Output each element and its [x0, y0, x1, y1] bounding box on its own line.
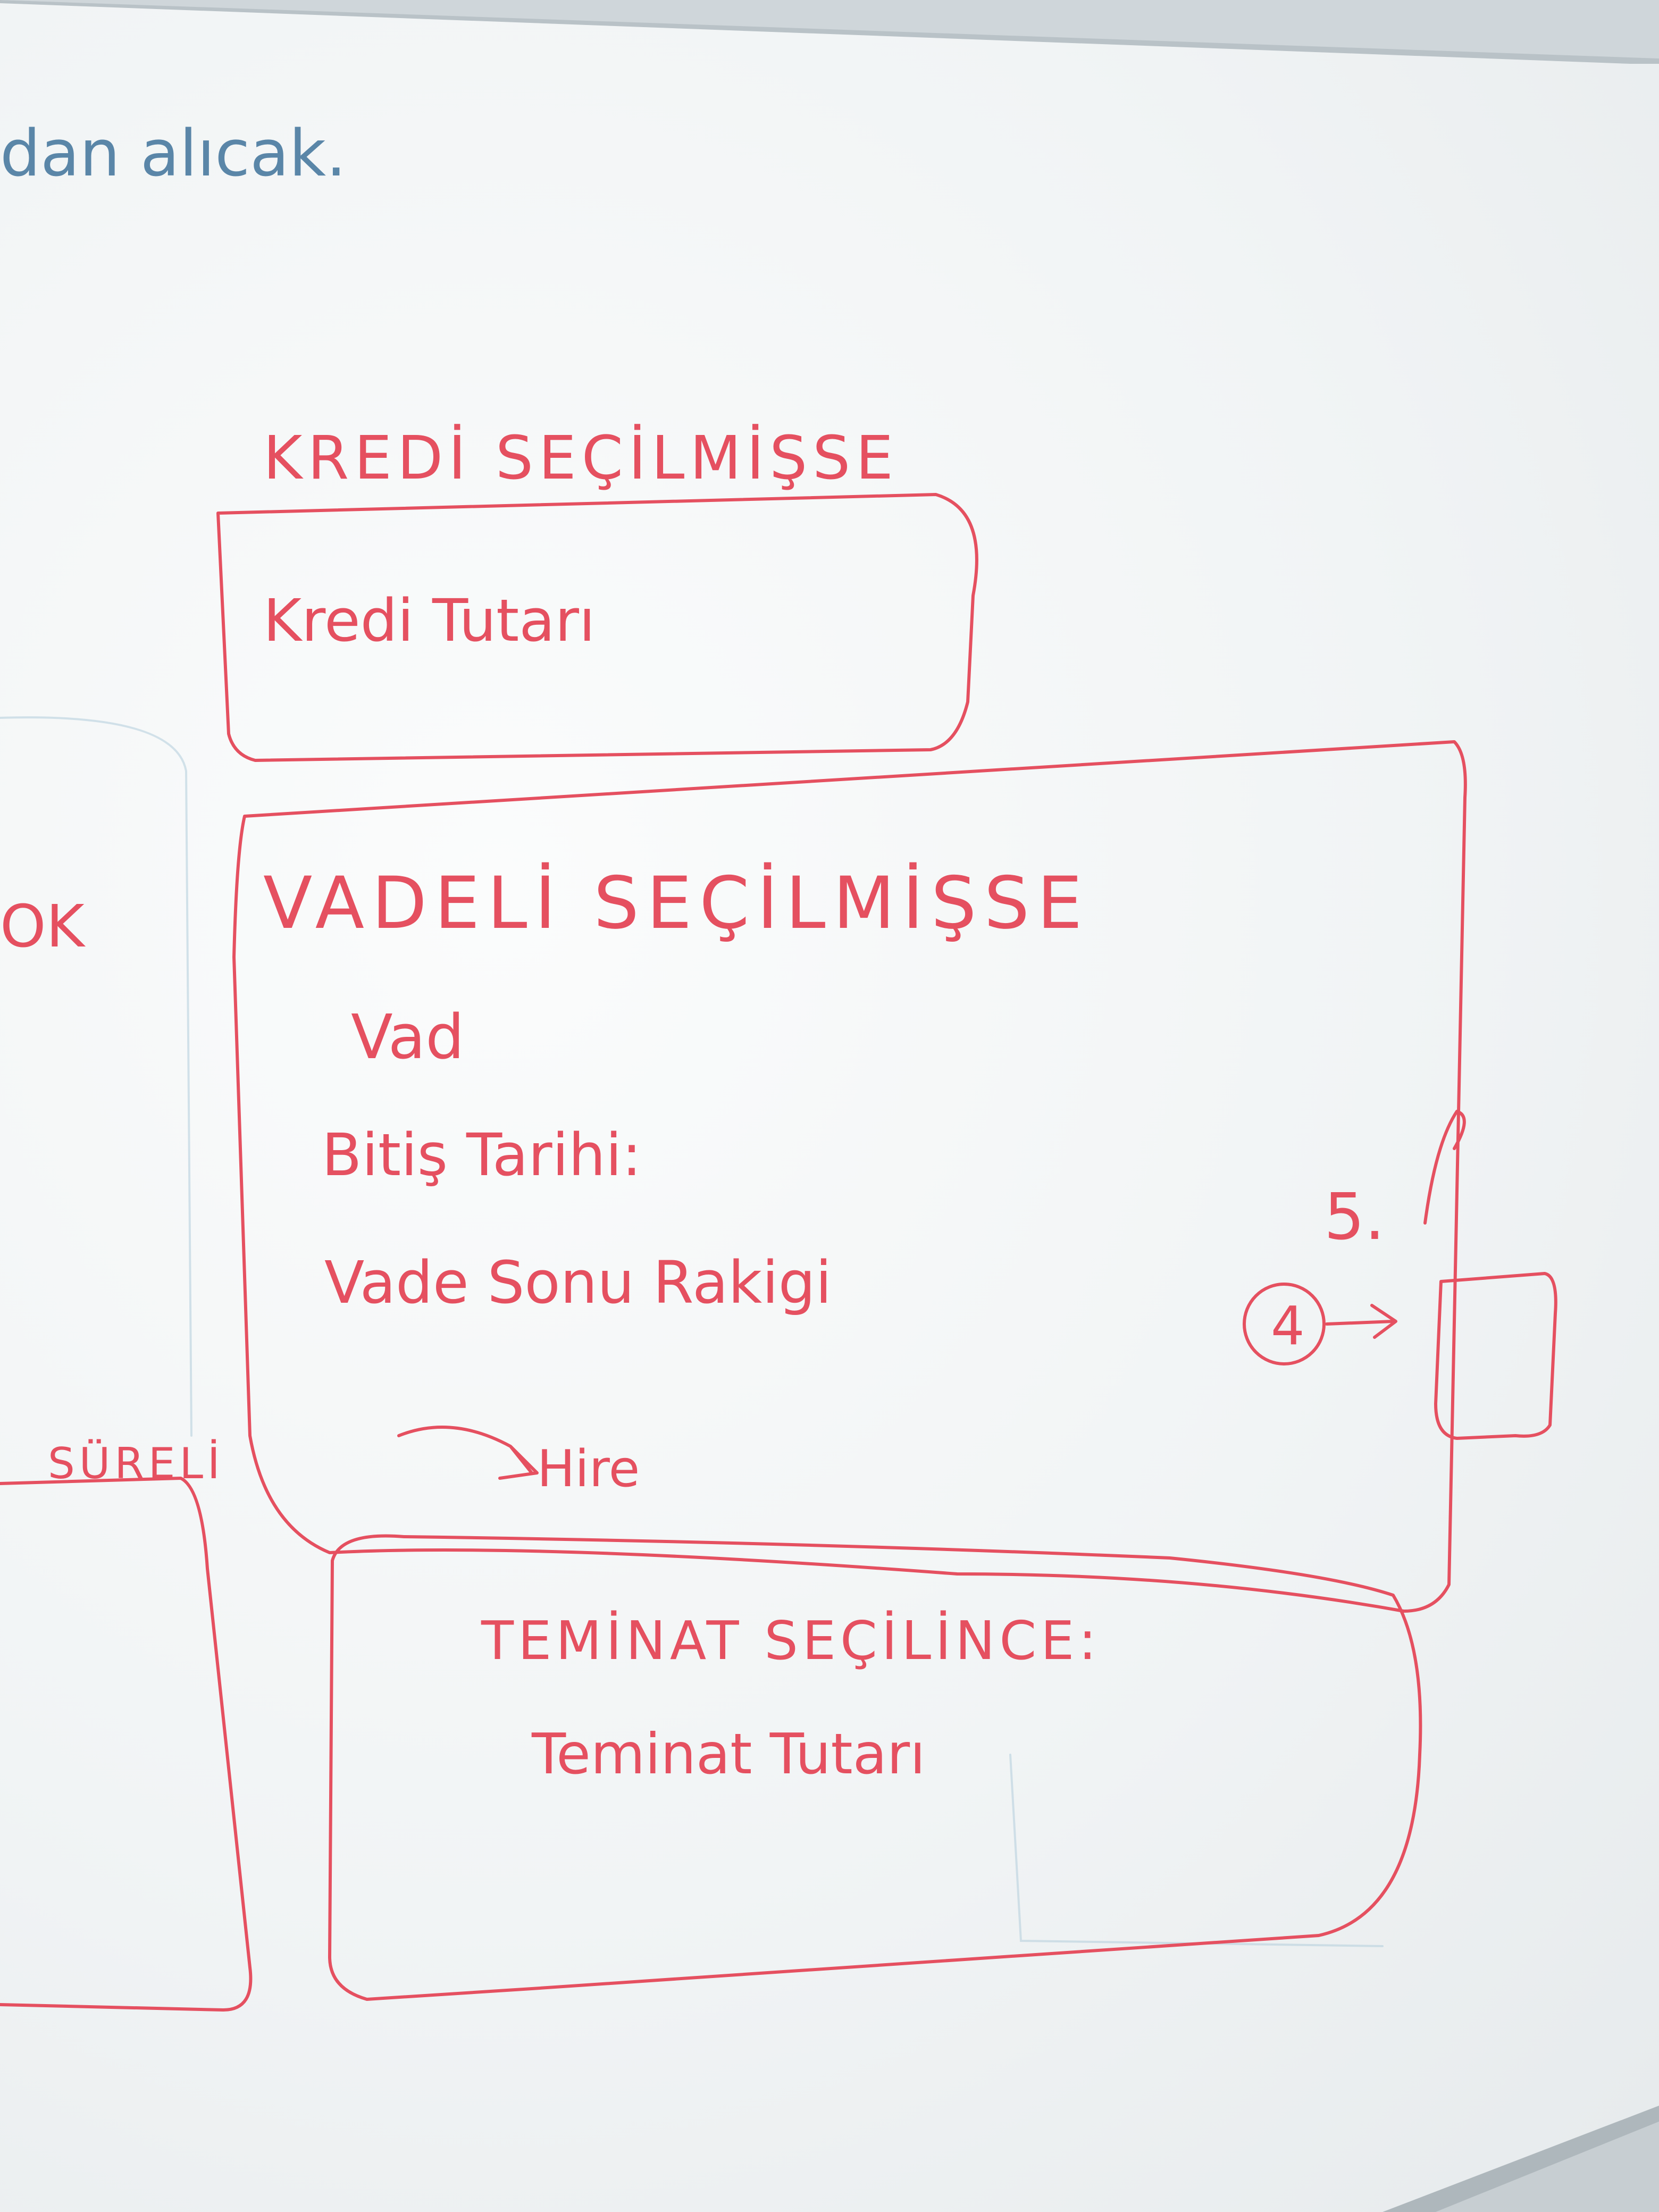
- teminat-heading: TEMİNAT SEÇİLİNCE:: [481, 1610, 1101, 1672]
- hire-label: Hire: [537, 1440, 640, 1498]
- vadeli-field-vad: Vad: [351, 1002, 464, 1073]
- kredi-box: [216, 493, 978, 762]
- left-fragment-ok: OK: [0, 892, 86, 960]
- top-note-text: dan alıcak.: [0, 117, 346, 191]
- step-five-tick: [1423, 1110, 1466, 1225]
- step-four-arrow: [1325, 1304, 1397, 1339]
- teminat-box: [328, 1534, 1422, 2001]
- kredi-heading: KREDİ SEÇİLMİŞSE: [263, 424, 899, 493]
- checkbox-square: [1434, 1272, 1557, 1440]
- sureli-box: [0, 1477, 253, 2012]
- step-four-circle: [1243, 1283, 1326, 1365]
- vadeli-field-vade-sonu: Vade Sonu Rakigi: [324, 1249, 832, 1317]
- kredi-field: Kredi Tutarı: [263, 586, 596, 655]
- whiteboard-top-frame: [0, 0, 1659, 64]
- erased-trace: [0, 716, 192, 1437]
- step-four-label: 4: [1271, 1295, 1305, 1357]
- vadeli-heading: VADELİ SEÇİLMİŞSE: [263, 861, 1090, 945]
- whiteboard-bottom-frame: [1382, 2106, 1659, 2212]
- erased-trace: [1009, 1754, 1384, 1947]
- step-five-label: 5.: [1324, 1180, 1385, 1254]
- vadeli-field-bitis-tarihi: Bitiş Tarihi:: [322, 1121, 642, 1189]
- teminat-field: Teminat Tutarı: [531, 1722, 925, 1787]
- vadeli-box: [232, 740, 1467, 1613]
- hire-arrow: [397, 1426, 539, 1480]
